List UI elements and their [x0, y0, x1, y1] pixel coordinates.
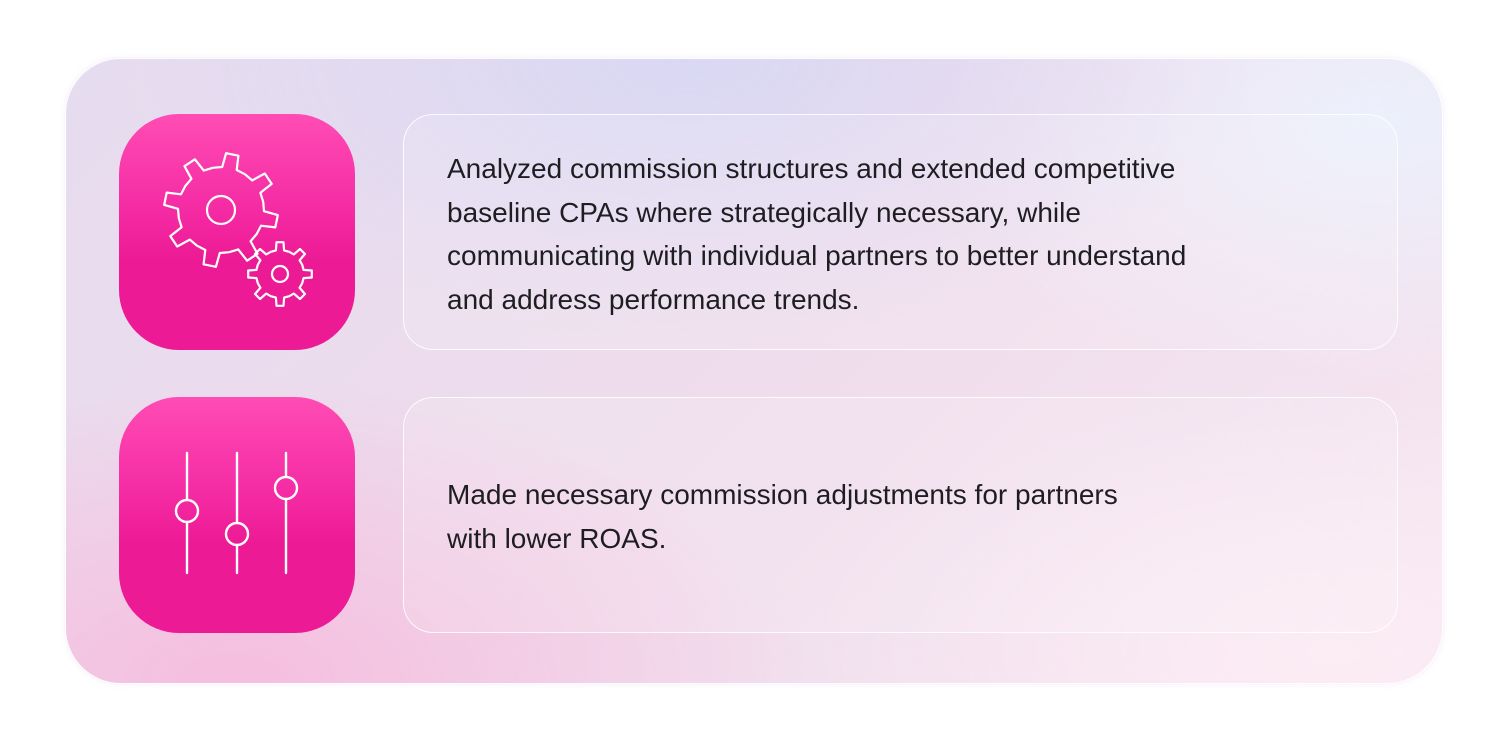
item-1-text: Analyzed commission structures and exten…: [447, 147, 1327, 321]
gears-icon-tile: [119, 114, 355, 350]
text-panel-2: Made necessary commission adjustments fo…: [403, 397, 1398, 633]
sliders-icon: [174, 451, 299, 575]
item-1-line-3: communicating with individual partners t…: [447, 240, 1187, 271]
gears-icon: [163, 152, 313, 307]
item-1-line-2: baseline CPAs where strategically necess…: [447, 196, 1081, 228]
sliders-icon-tile: [119, 397, 355, 633]
gear-large-outline: [163, 152, 279, 268]
item-1-line-1: Analyzed commission structures and exten…: [447, 153, 1176, 184]
gear-small-outline: [247, 241, 313, 307]
item-2-line-2: with lower ROAS.: [447, 522, 667, 554]
item-2-text: Made necessary commission adjustments fo…: [447, 473, 1227, 560]
text-panel-1: Analyzed commission structures and exten…: [403, 114, 1398, 350]
item-1-line-4: and address performance trends.: [447, 283, 860, 315]
item-2-line-1: Made necessary commission adjustments fo…: [447, 479, 1118, 510]
